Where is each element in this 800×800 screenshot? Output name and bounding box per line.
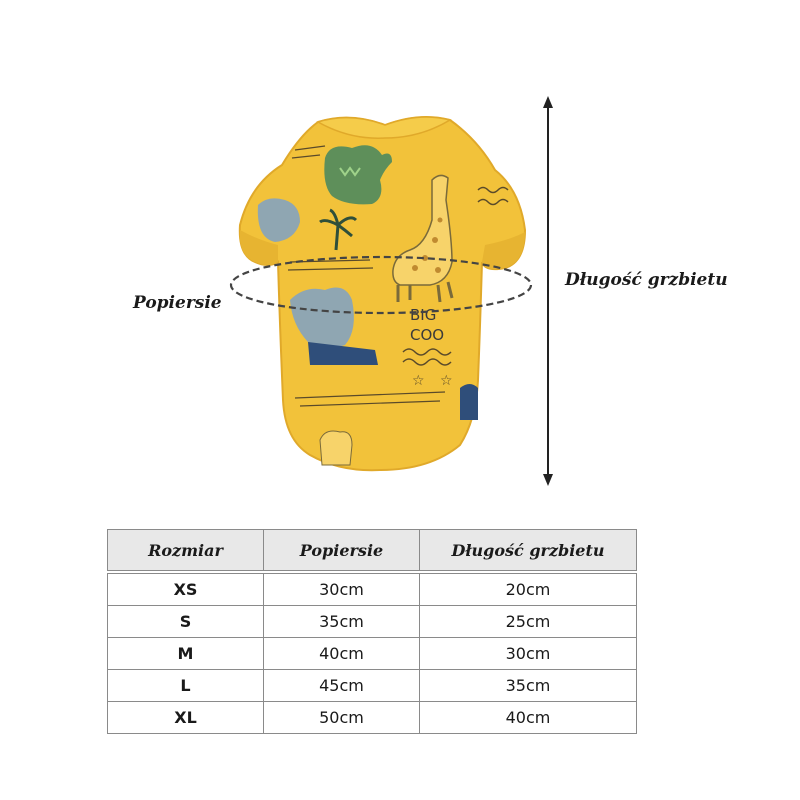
size-cell: XS — [107, 573, 264, 606]
header-chest: Popiersie — [263, 529, 420, 571]
size-cell: XL — [107, 701, 264, 734]
chest-cell: 30cm — [263, 573, 420, 606]
back-length-label: Długość grzbietu — [565, 270, 728, 290]
print-text-big: BIG — [410, 306, 436, 324]
back-cell: 35cm — [419, 669, 637, 702]
print-text-coo: COO — [410, 326, 444, 344]
table-row: XS 30cm 20cm — [107, 573, 637, 606]
svg-text:☆: ☆ — [440, 373, 453, 389]
back-cell: 20cm — [419, 573, 637, 606]
back-cell: 25cm — [419, 605, 637, 638]
table-row: L 45cm 35cm — [107, 669, 637, 702]
size-cell: L — [107, 669, 264, 702]
size-cell: S — [107, 605, 264, 638]
size-table: Rozmiar Popiersie Długość grzbietu XS 30… — [107, 529, 637, 734]
chest-cell: 40cm — [263, 637, 420, 670]
back-cell: 30cm — [419, 637, 637, 670]
table-header-row: Rozmiar Popiersie Długość grzbietu — [107, 529, 637, 571]
back-cell: 40cm — [419, 701, 637, 734]
chest-cell: 50cm — [263, 701, 420, 734]
header-back-length: Długość grzbietu — [419, 529, 637, 571]
chest-measure-line — [229, 255, 533, 315]
table-row: XL 50cm 40cm — [107, 701, 637, 734]
sweater-graphic: BIG COO ☆ ☆ — [238, 116, 527, 472]
table-row: S 35cm 25cm — [107, 605, 637, 638]
size-cell: M — [107, 637, 264, 670]
chest-cell: 45cm — [263, 669, 420, 702]
chest-cell: 35cm — [263, 605, 420, 638]
header-size: Rozmiar — [107, 529, 264, 571]
table-row: M 40cm 30cm — [107, 637, 637, 670]
svg-text:☆: ☆ — [412, 373, 425, 389]
chest-label: Popiersie — [133, 293, 222, 313]
